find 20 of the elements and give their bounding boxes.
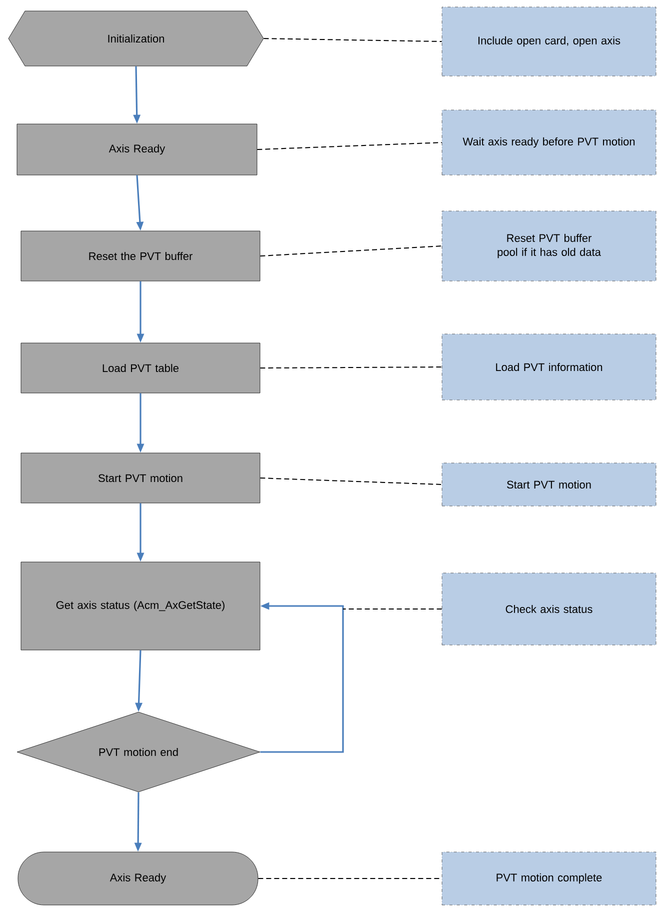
note-box: Check axis status	[442, 572, 656, 646]
note-box: Wait axis ready before PVT motion	[442, 110, 656, 176]
connector-line	[263, 38, 442, 42]
terminal-box: Axis Ready	[18, 852, 258, 906]
connector-line	[342, 608, 442, 610]
connector-line	[260, 246, 442, 256]
note-box: PVT motion complete	[442, 852, 656, 906]
connector-line	[260, 478, 442, 485]
note-box: Include open card, open axis	[442, 6, 656, 76]
process-box: Load PVT table	[20, 342, 260, 394]
note-box: Reset PVT buffer pool if it has old data	[442, 210, 656, 282]
connector-line	[256, 142, 442, 150]
process-box: Start PVT motion	[20, 452, 260, 504]
process-box: Axis Ready	[16, 124, 258, 176]
process-box: Get axis status (Acm_AxGetState)	[20, 562, 260, 650]
note-box: Start PVT motion	[442, 462, 656, 506]
process-box: Reset the PVT buffer	[20, 230, 260, 282]
preparation-hexagon: Initialization	[8, 10, 264, 66]
note-box: Load PVT information	[442, 334, 656, 400]
connector-line	[260, 366, 442, 368]
